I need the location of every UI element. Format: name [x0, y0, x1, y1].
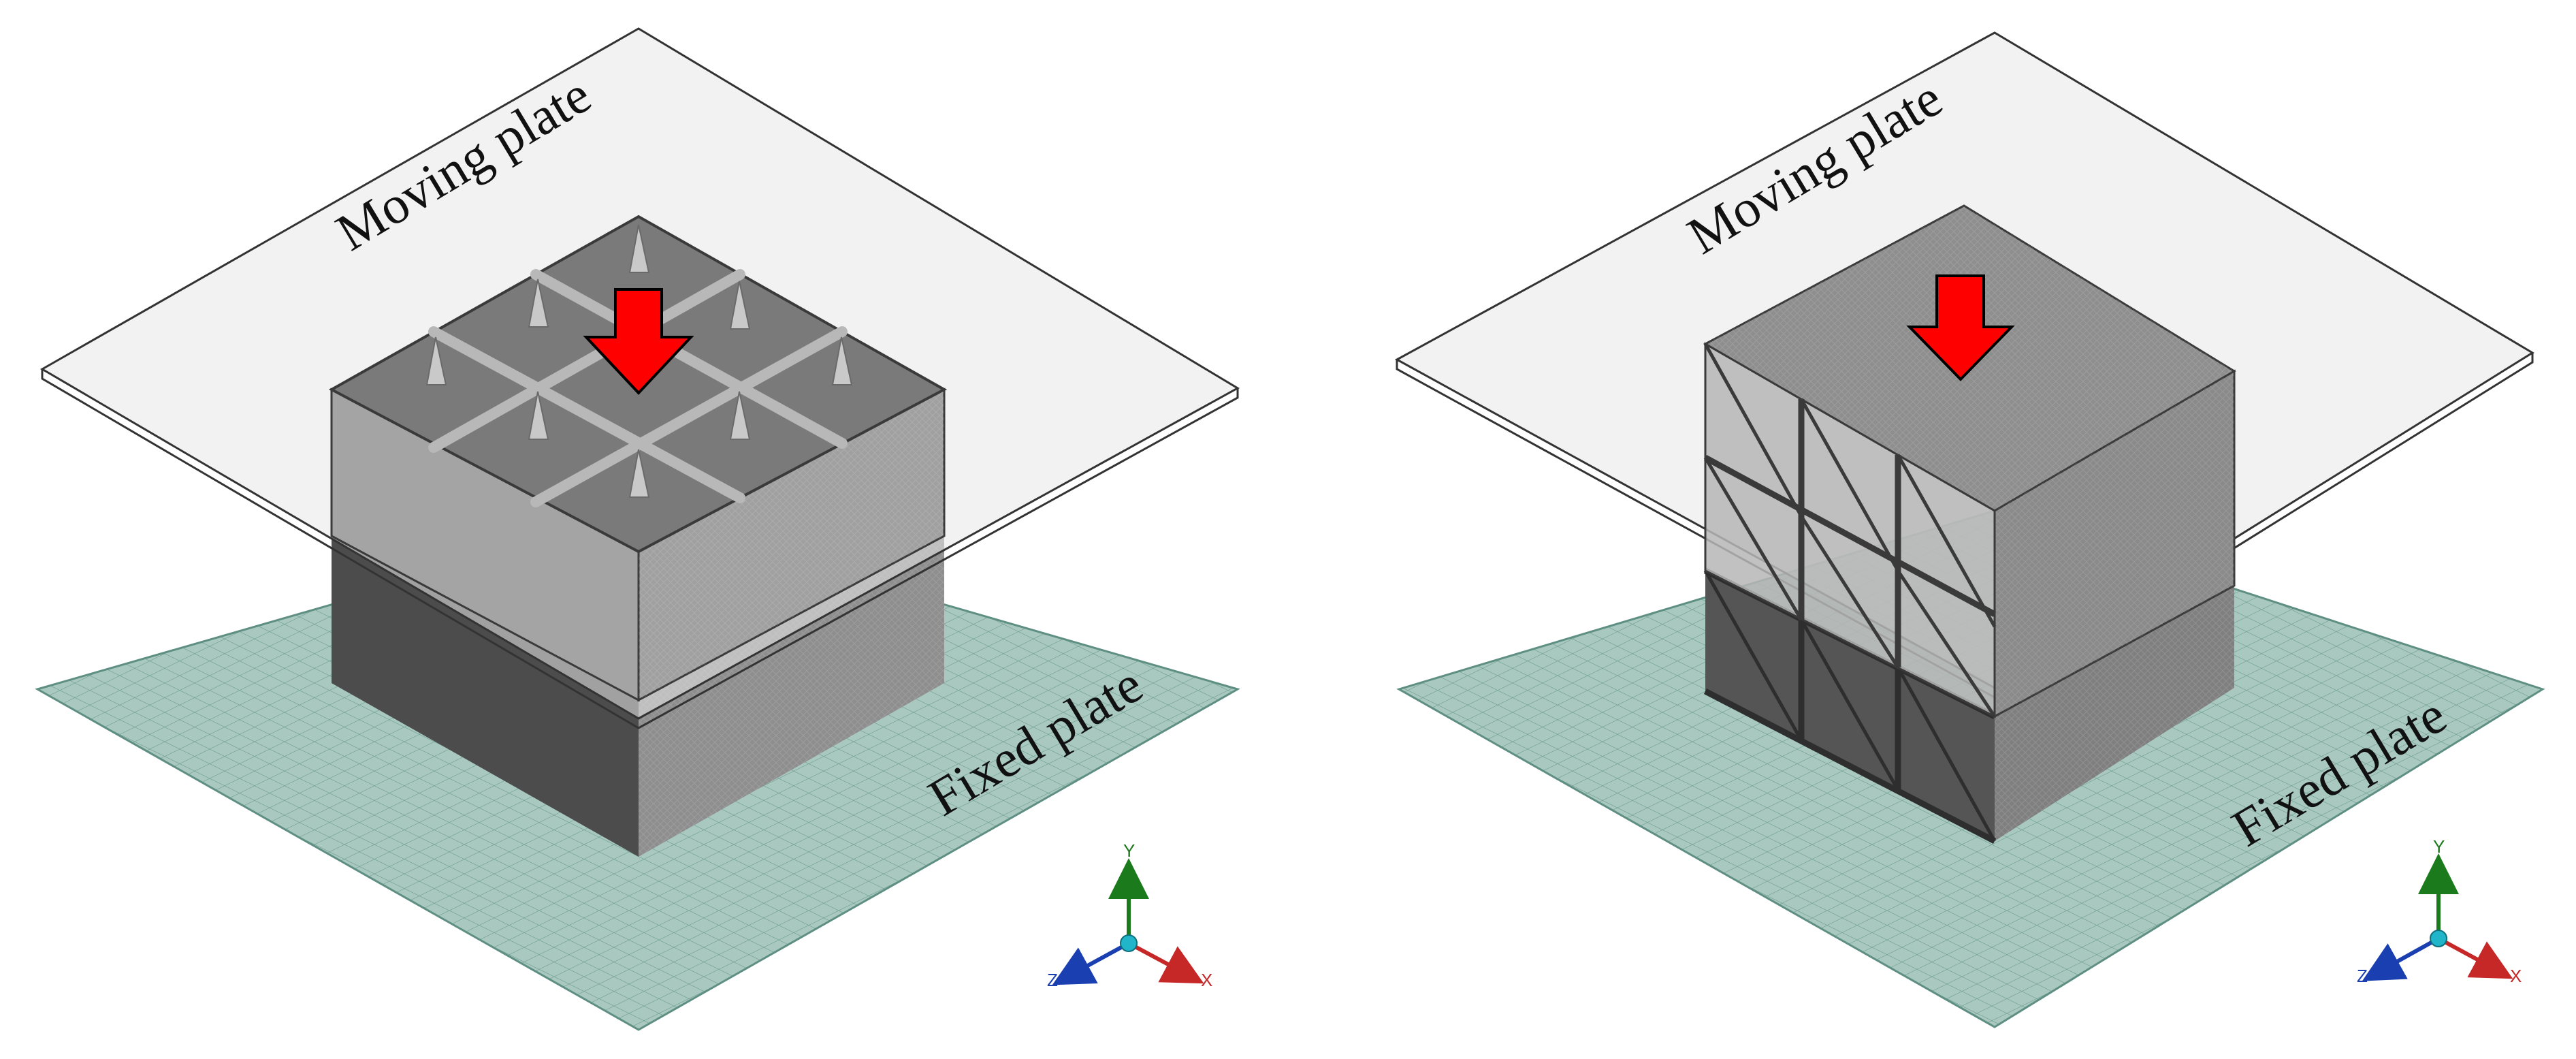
panel-right: Moving plate Fixed plate Y X Z: [1394, 31, 2545, 1028]
z-axis-arrow: [2362, 936, 2440, 981]
axis-triad-left: Y X Z: [1047, 840, 1212, 990]
axis-triad-right: Y X Z: [2357, 836, 2522, 986]
y-axis-label: Y: [1123, 840, 1135, 861]
moving-plate-edge: [41, 369, 1239, 729]
z-axis-label: Z: [1047, 970, 1058, 990]
y-axis-label: Y: [2433, 836, 2445, 857]
load-arrow: [1906, 274, 2015, 381]
load-arrow: [583, 288, 694, 395]
specimen-right-face-lower-texture: [639, 536, 944, 857]
z-axis-label: Z: [2357, 966, 2368, 986]
axis-origin: [2430, 930, 2447, 947]
upper-lattice-bars: [1703, 343, 1997, 718]
z-axis-arrow: [1052, 941, 1130, 985]
specimen-left-face-lower: [332, 536, 639, 857]
specimen-right-face-upper-texture: [639, 390, 944, 700]
x-axis-arrow: [2437, 936, 2513, 979]
specimen-right-face-lower-texture: [1995, 586, 2234, 841]
x-axis-arrow: [1127, 941, 1204, 984]
x-axis-label: X: [1201, 970, 1212, 990]
axis-origin: [1120, 934, 1138, 952]
cell-walls: [428, 269, 848, 507]
specimen-right-face-upper-texture: [1995, 371, 2234, 716]
x-axis-label: X: [2510, 966, 2522, 986]
panel-left: Moving plate Fixed plate Y X Z: [35, 27, 1240, 1031]
